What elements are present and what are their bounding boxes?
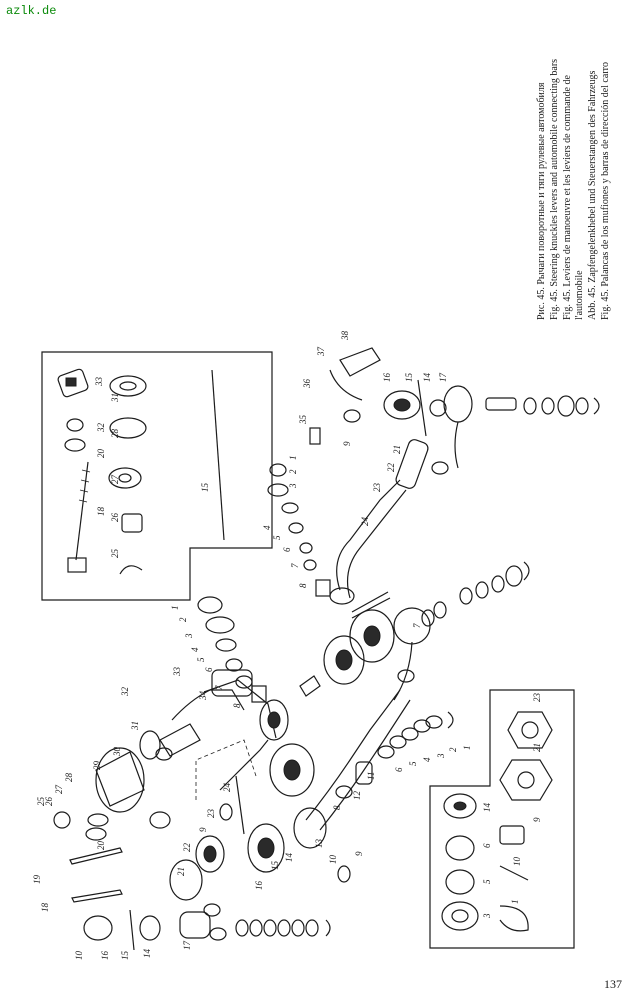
label-8-left: 8 — [232, 703, 242, 708]
top-inset-frame — [41, 351, 273, 601]
label-15-lower: 15 — [270, 861, 280, 871]
label-27: 27 — [110, 475, 120, 485]
label-14-inset: 14 — [482, 803, 492, 813]
label-4-lower: 4 — [422, 757, 432, 762]
label-14-upper: 14 — [422, 373, 432, 383]
label-28: 28 — [110, 429, 120, 439]
label-21-inset: 21 — [532, 743, 542, 752]
top-inset-parts — [57, 368, 225, 575]
label-3-inset: 3 — [482, 913, 492, 919]
label-22-upper: 22 — [386, 463, 396, 473]
label-24-upper: 24 — [360, 517, 370, 527]
label-23-left: 23 — [206, 809, 216, 819]
label-32: 32 — [96, 423, 106, 434]
upper-assembly-parts — [267, 347, 600, 605]
label-19: 19 — [32, 875, 42, 885]
label-33: 33 — [172, 667, 182, 678]
bottom-inset-parts — [441, 711, 553, 932]
label-2-left: 2 — [178, 617, 188, 622]
label-6-upper: 6 — [282, 547, 292, 552]
label-10-lower: 10 — [328, 855, 338, 865]
label-5-lower: 5 — [408, 761, 418, 766]
label-23-inset: 23 — [532, 693, 542, 703]
label-23-upper: 23 — [372, 483, 382, 493]
label-27: 27 — [54, 785, 64, 795]
label-36: 36 — [302, 379, 312, 390]
label-31: 31 — [130, 721, 140, 731]
label-9-lower: 9 — [354, 851, 364, 856]
label-5-left: 5 — [196, 657, 206, 662]
label-2-lower: 2 — [448, 747, 458, 752]
label-3-left: 3 — [184, 633, 194, 639]
label-18: 18 — [96, 507, 106, 517]
label-28: 28 — [64, 773, 74, 783]
label-4-left: 4 — [190, 647, 200, 652]
label-7-left: 7 — [214, 685, 224, 690]
label-7-lower: 7 — [412, 623, 422, 628]
label-21-left: 21 — [176, 867, 186, 876]
label-12-lower: 12 — [352, 791, 362, 801]
label-10-inset: 10 — [512, 857, 522, 867]
label-22-left: 22 — [182, 843, 192, 853]
label-10-left: 10 — [74, 951, 84, 961]
label-20: 20 — [96, 449, 106, 459]
label-8-upper: 8 — [298, 583, 308, 588]
label-15-left: 15 — [120, 951, 130, 961]
label-1-inset: 1 — [510, 900, 520, 905]
label-8-lower: 8 — [332, 805, 342, 810]
label-14-left: 14 — [142, 949, 152, 959]
label-11-lower: 11 — [366, 772, 376, 780]
label-32: 32 — [120, 687, 130, 698]
label-5-upper: 5 — [272, 535, 282, 540]
label-1-left: 1 — [170, 606, 180, 611]
label-9-left: 9 — [198, 827, 208, 832]
label-31: 31 — [110, 393, 120, 403]
label-20: 20 — [96, 841, 106, 851]
label-38: 38 — [340, 331, 350, 342]
label-29: 29 — [92, 761, 102, 771]
label-14-lower: 14 — [284, 853, 294, 863]
label-34: 34 — [198, 691, 208, 702]
part-labels: 33 31 32 28 20 27 18 26 25 15 1 2 3 4 5 … — [32, 331, 542, 961]
label-6-lower: 6 — [394, 767, 404, 772]
label-18: 18 — [40, 903, 50, 913]
label-17-upper: 17 — [438, 373, 448, 383]
label-15-top: 15 — [200, 483, 210, 493]
lower-assembly-parts — [247, 561, 530, 883]
label-24-left: 24 — [222, 783, 232, 793]
label-5-inset: 5 — [482, 879, 492, 884]
label-16-upper: 16 — [382, 373, 392, 383]
watermark: azlk.de — [6, 4, 57, 18]
label-6-left: 6 — [204, 667, 214, 672]
label-13-lower: 13 — [314, 839, 324, 849]
label-25: 25 — [36, 797, 46, 807]
label-15-upper: 15 — [404, 373, 414, 383]
label-30: 30 — [112, 747, 122, 758]
label-3-upper: 3 — [288, 483, 298, 489]
label-16-lower: 16 — [254, 881, 264, 891]
label-26: 26 — [110, 513, 120, 523]
label-17-left: 17 — [182, 941, 192, 951]
label-21-upper: 21 — [392, 445, 402, 454]
label-33: 33 — [94, 377, 104, 388]
label-25: 25 — [110, 549, 120, 559]
label-6-inset: 6 — [482, 843, 492, 848]
label-9-upper: 9 — [342, 441, 352, 446]
label-3-lower: 3 — [436, 753, 446, 759]
bottom-inset-frame — [429, 689, 575, 949]
label-26: 26 — [44, 797, 54, 807]
label-4-upper: 4 — [262, 525, 272, 530]
label-9-inset: 9 — [532, 817, 542, 822]
label-2-upper: 2 — [288, 469, 298, 474]
label-16-left: 16 — [100, 951, 110, 961]
label-37: 37 — [316, 347, 326, 358]
label-35: 35 — [298, 415, 308, 426]
left-assembly-parts — [53, 596, 331, 951]
label-1-upper: 1 — [288, 456, 298, 461]
page-number: 137 — [604, 977, 622, 991]
label-1-lower: 1 — [462, 746, 472, 751]
label-7-upper: 7 — [290, 563, 300, 568]
